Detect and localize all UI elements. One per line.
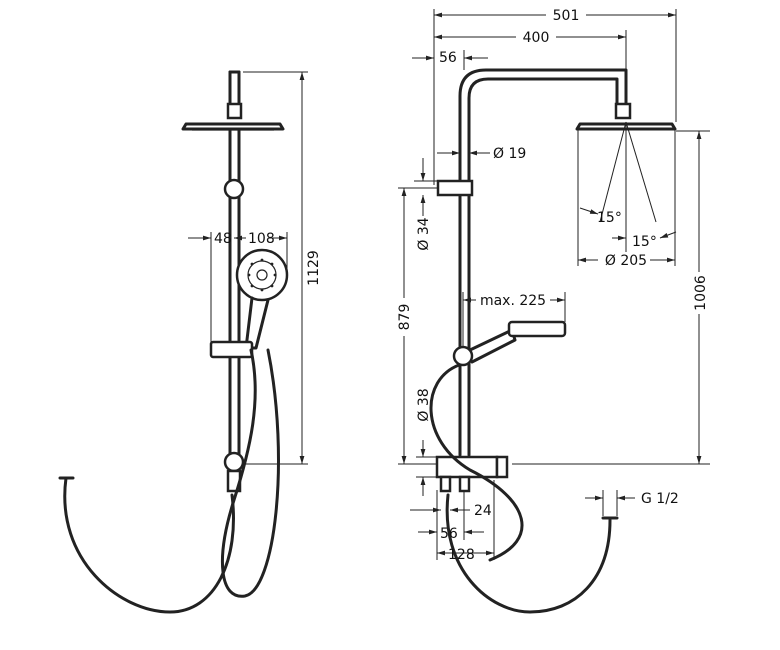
label-1129: 1129 — [306, 250, 322, 286]
dimension-dia-205: Ø 205 — [578, 252, 675, 269]
label-1006: 1006 — [693, 275, 709, 311]
dimension-400: 400 — [434, 28, 627, 104]
label-108: 108 — [248, 231, 275, 247]
label-56-bottom: 56 — [440, 526, 458, 542]
hand-shower-hose — [220, 348, 280, 598]
dimension-dia-34: Ø 34 — [414, 158, 438, 251]
spray-angle-lines — [577, 121, 677, 266]
label-48: 48 — [214, 231, 232, 247]
diverter — [223, 451, 245, 493]
side-hose-1 — [429, 363, 524, 562]
dimension-879: 879 — [396, 187, 438, 465]
label-angle-15-left: 15° — [597, 210, 622, 226]
label-dia-205: Ø 205 — [605, 253, 647, 269]
label-max-225: max. 225 — [480, 293, 546, 309]
label-56-top: 56 — [439, 50, 457, 66]
side-hand-shower — [452, 320, 567, 367]
riser-with-arm — [458, 68, 628, 457]
side-view: 501 400 56 Ø 19 Ø 34 — [396, 6, 710, 614]
label-dia-38: Ø 38 — [416, 388, 432, 421]
front-view: 1129 48 108 — [58, 70, 322, 614]
label-dia-34: Ø 34 — [416, 217, 432, 250]
dimension-24: 24 — [410, 503, 492, 519]
label-dia-19: Ø 19 — [493, 146, 526, 162]
hose-left — [63, 476, 235, 614]
side-shower-head — [575, 102, 677, 131]
label-128: 128 — [448, 547, 475, 563]
dimension-48-108: 48 108 — [188, 231, 288, 342]
overhead-shower-head — [181, 102, 285, 131]
dimension-dia-38: Ø 38 — [416, 388, 437, 496]
dimension-dia-19: Ø 19 — [437, 146, 526, 162]
dimension-128: 128 — [437, 480, 495, 563]
label-angle-15-right: 15° — [632, 234, 657, 250]
upper-slider — [436, 179, 474, 197]
label-400: 400 — [523, 30, 550, 46]
label-24: 24 — [474, 503, 492, 519]
label-879: 879 — [397, 304, 413, 331]
dimension-1129: 1129 — [243, 71, 322, 465]
label-501: 501 — [553, 8, 580, 24]
slider-holder — [209, 340, 254, 359]
label-g12: G 1/2 — [641, 491, 679, 507]
dimension-56-top: 56 — [412, 50, 488, 70]
hand-shower — [235, 248, 289, 350]
dimension-g12: G 1/2 — [585, 490, 679, 516]
ball-joint — [223, 178, 245, 200]
dimension-max-225: max. 225 — [462, 292, 566, 347]
dimension-56-bottom: 56 — [418, 490, 484, 560]
dimension-1006: 1006 — [512, 130, 710, 465]
